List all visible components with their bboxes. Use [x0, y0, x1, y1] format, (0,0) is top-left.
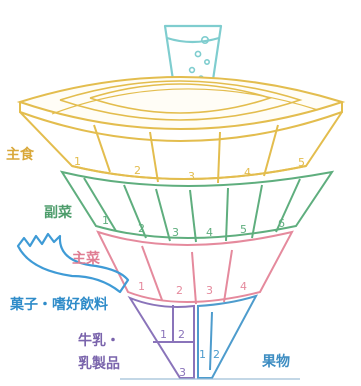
label-milk-line1: 牛乳・ [78, 332, 120, 349]
main-serving-2: 2 [176, 284, 183, 297]
staple-serving-4: 4 [244, 166, 251, 179]
staple-serving-3: 3 [188, 170, 195, 183]
side-dish-tier [59, 170, 335, 243]
main-servings: 1 2 3 4 [138, 280, 247, 297]
side-servings: 1 2 3 4 5 6 [102, 214, 285, 239]
milk-serving-1: 1 [160, 328, 167, 341]
side-serving-4: 4 [206, 226, 213, 239]
snacks-ribbon [16, 232, 130, 294]
main-dish-tier [96, 230, 294, 305]
fruit-serving-2: 2 [213, 348, 220, 361]
fruit-servings: 1 2 [199, 348, 220, 361]
side-serving-2: 2 [138, 222, 145, 235]
staple-serving-5: 5 [298, 156, 305, 169]
fruit-tier [197, 294, 259, 379]
label-side: 副菜 [44, 204, 73, 221]
fruit-serving-1: 1 [199, 348, 206, 361]
side-serving-5: 5 [240, 223, 247, 236]
milk-servings: 1 2 [160, 328, 185, 341]
label-main: 主菜 [72, 250, 101, 267]
side-serving-6: 6 [278, 217, 285, 230]
milk-dairy-tier [127, 295, 195, 379]
label-snacks: 菓子・嗜好飲料 [9, 296, 108, 313]
milk-serving-2: 2 [178, 328, 185, 341]
staple-tier [16, 76, 346, 184]
staple-serving-2: 2 [134, 164, 141, 177]
main-serving-1: 1 [138, 280, 145, 293]
main-serving-3: 3 [206, 284, 213, 297]
label-milk-line2: 乳製品 [78, 355, 120, 372]
side-serving-1: 1 [102, 214, 109, 227]
label-fruit: 果物 [261, 353, 290, 370]
staple-servings: 1 2 3 4 5 [74, 155, 305, 183]
staple-serving-1: 1 [74, 155, 81, 168]
axis-serving-3: 3 [179, 366, 186, 379]
side-serving-3: 3 [172, 226, 179, 239]
main-serving-4: 4 [240, 280, 247, 293]
label-staple: 主食 [6, 146, 35, 163]
